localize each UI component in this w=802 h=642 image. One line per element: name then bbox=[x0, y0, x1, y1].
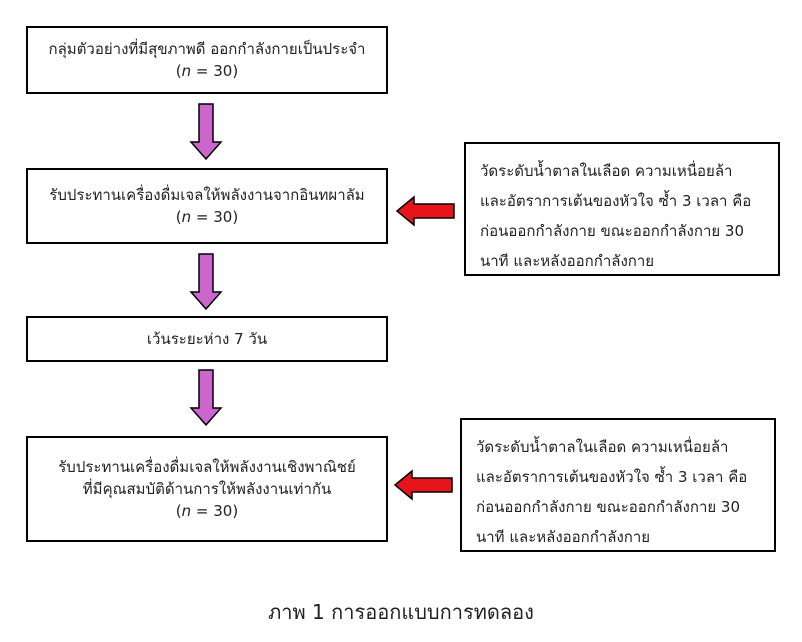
step-4-sample-size: (n = 30) bbox=[175, 502, 239, 520]
note-2-line-3: ก่อนออกกำลังกาย ขณะออกกำลังกาย 30 bbox=[476, 498, 741, 516]
flow-step-2: รับประทานเครื่องดื่มเจลให้พลังงานจากอินท… bbox=[26, 168, 388, 244]
measurement-note-1: วัดระดับน้ำตาลในเลือด ความเหนื่อยล้า และ… bbox=[464, 142, 780, 276]
note-2-line-2: และอัตราการเต้นของหัวใจ ซ้ำ 3 เวลา คือ bbox=[476, 468, 748, 486]
step-4-text-line2: ที่มีคุณสมบัติด้านการให้พลังงานเท่ากัน bbox=[82, 480, 332, 498]
flow-step-3: เว้นระยะห่าง 7 วัน bbox=[26, 316, 388, 362]
note-2-line-1: วัดระดับน้ำตาลในเลือด ความเหนื่อยล้า bbox=[476, 438, 729, 456]
step-2-sample-size: (n = 30) bbox=[175, 208, 239, 226]
left-arrow-1 bbox=[395, 195, 455, 227]
down-arrow-1 bbox=[189, 103, 223, 161]
flow-step-1: กลุ่มตัวอย่างที่มีสุขภาพดี ออกกำลังกายเป… bbox=[26, 26, 388, 94]
measurement-note-2: วัดระดับน้ำตาลในเลือด ความเหนื่อยล้า และ… bbox=[460, 418, 776, 552]
left-arrow-2 bbox=[393, 469, 453, 501]
step-3-text: เว้นระยะห่าง 7 วัน bbox=[146, 330, 268, 348]
figure-caption: ภาพ 1 การออกแบบการทดลอง bbox=[268, 600, 534, 624]
down-arrow-3 bbox=[189, 369, 223, 427]
note-1-line-2: และอัตราการเต้นของหัวใจ ซ้ำ 3 เวลา คือ bbox=[480, 192, 752, 210]
note-2-line-4: นาที และหลังออกกำลังกาย bbox=[476, 528, 651, 546]
note-1-line-4: นาที และหลังออกกำลังกาย bbox=[480, 252, 655, 270]
step-1-text: กลุ่มตัวอย่างที่มีสุขภาพดี ออกกำลังกายเป… bbox=[48, 40, 366, 58]
step-4-text-line1: รับประทานเครื่องดื่มเจลให้พลังงานเชิงพาณ… bbox=[58, 458, 356, 476]
step-1-sample-size: (n = 30) bbox=[175, 62, 239, 80]
note-1-line-3: ก่อนออกกำลังกาย ขณะออกกำลังกาย 30 bbox=[480, 222, 745, 240]
step-2-text: รับประทานเครื่องดื่มเจลให้พลังงานจากอินท… bbox=[49, 186, 365, 204]
down-arrow-2 bbox=[189, 253, 223, 311]
flow-step-4: รับประทานเครื่องดื่มเจลให้พลังงานเชิงพาณ… bbox=[26, 436, 388, 542]
note-1-line-1: วัดระดับน้ำตาลในเลือด ความเหนื่อยล้า bbox=[480, 162, 733, 180]
